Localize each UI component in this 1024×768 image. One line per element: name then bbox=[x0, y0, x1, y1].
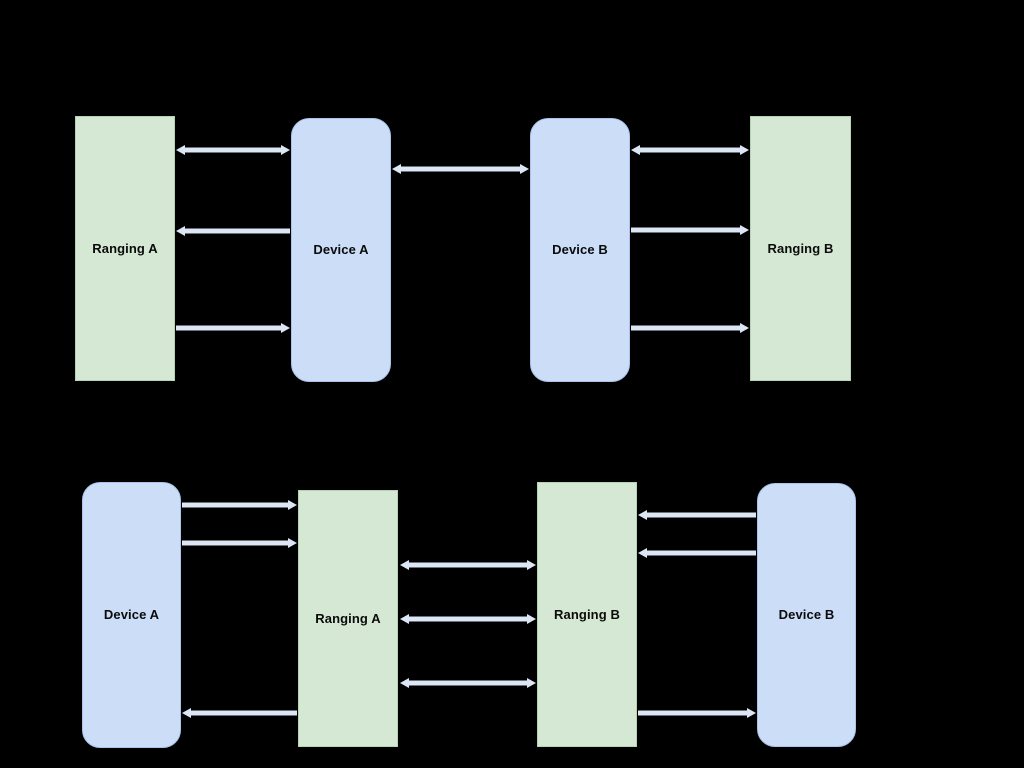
edge-t-e6-right bbox=[631, 224, 749, 236]
edge-b-e2-right bbox=[182, 537, 297, 549]
edge-t-e4-both bbox=[392, 163, 529, 175]
edge-t-e3-right bbox=[176, 322, 290, 334]
edge-b-e7-left bbox=[638, 509, 756, 521]
edge-t-e1-both bbox=[176, 144, 290, 156]
edge-b-e8-left bbox=[638, 547, 756, 559]
edge-t-e5-both bbox=[631, 144, 749, 156]
edge-t-e2-left bbox=[176, 225, 290, 237]
edge-b-e6-both bbox=[400, 677, 536, 689]
edge-b-e3-left bbox=[182, 707, 297, 719]
edge-b-e1-right bbox=[182, 499, 297, 511]
edge-t-e7-right bbox=[631, 322, 749, 334]
edge-b-e9-right bbox=[638, 707, 756, 719]
edge-b-e5-both bbox=[400, 613, 536, 625]
edge-b-e4-both bbox=[400, 559, 536, 571]
node-bot-ranging-a[interactable]: Ranging A bbox=[298, 490, 398, 747]
